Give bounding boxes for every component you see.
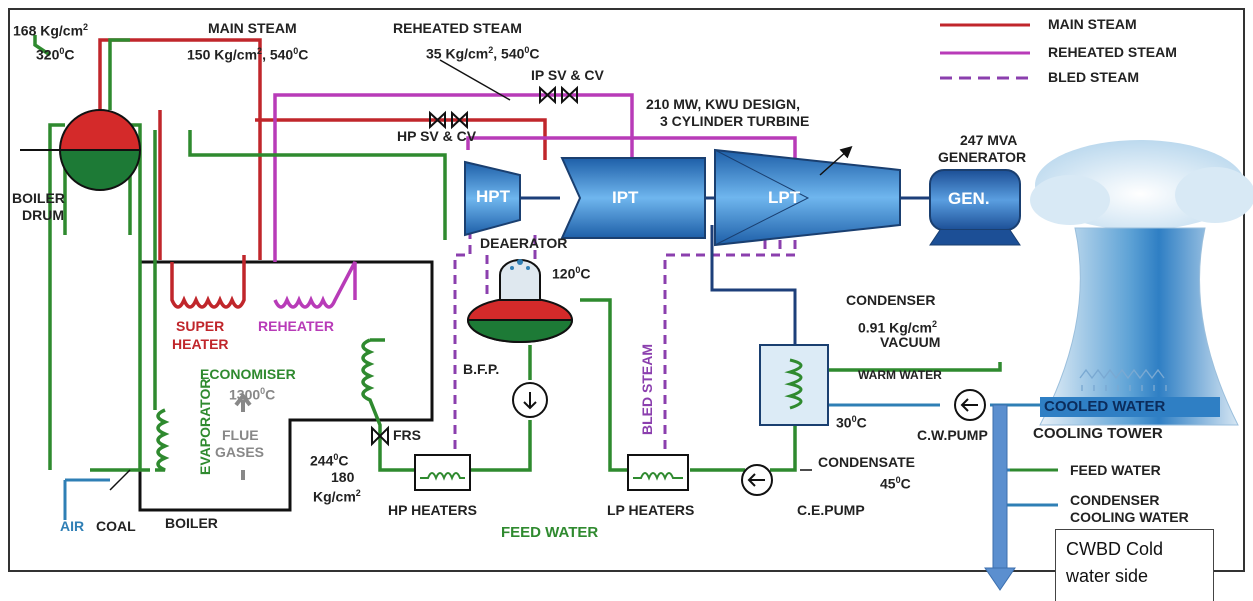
fw-temp: 2440C xyxy=(310,452,349,469)
generator-rating-line1: 247 MVA xyxy=(960,132,1018,148)
cooling-tower xyxy=(1030,140,1253,426)
legend-feed-water: FEED WATER xyxy=(1070,462,1161,478)
cw-temp: 300C xyxy=(836,414,867,431)
main-steam-conditions: 150 Kg/cm2, 5400C xyxy=(187,46,309,63)
drum-temp-label: 3200C xyxy=(36,46,75,63)
ipt-label: IPT xyxy=(612,188,639,207)
main-steam-lines xyxy=(98,38,547,309)
lpt-label: LPT xyxy=(768,188,801,207)
condensate-label: CONDENSATE xyxy=(818,454,915,470)
hpt-label: HPT xyxy=(476,187,510,206)
feed-water-label: FEED WATER xyxy=(501,524,599,541)
boiler-enclosure xyxy=(138,260,434,512)
legend-bled-steam: BLED STEAM xyxy=(1048,69,1139,85)
boiler-drum-label-2: DRUM xyxy=(22,207,64,223)
lp-turbine xyxy=(714,148,901,247)
main-steam-title: MAIN STEAM xyxy=(208,20,297,36)
ip-valve-label: IP SV & CV xyxy=(531,67,604,83)
hp-sv-cv-valve-icon xyxy=(429,110,468,130)
hp-turbine xyxy=(464,160,521,237)
reheated-steam-title: REHEATED STEAM xyxy=(393,20,522,36)
warm-water-label: WARM WATER xyxy=(858,368,942,382)
condenser-coil xyxy=(784,358,803,410)
flue-gases-label-2: GASES xyxy=(215,444,265,460)
legend-cooling-water: COOLING WATER xyxy=(1070,509,1189,525)
generator xyxy=(929,169,1021,246)
bled-steam-lines xyxy=(453,225,797,460)
ce-pump-icon xyxy=(741,464,773,496)
generator-rating-line2: GENERATOR xyxy=(938,149,1027,165)
bfp-label: B.F.P. xyxy=(463,361,500,377)
cooling-tower-label: COOLING TOWER xyxy=(1033,425,1163,442)
legend-reheated-steam: REHEATED STEAM xyxy=(1048,44,1177,60)
coal-label: COAL xyxy=(96,518,136,534)
condensate-temp: 450C xyxy=(880,475,911,492)
condenser-label: CONDENSER xyxy=(846,292,936,308)
deaerator-label: DEAERATOR xyxy=(480,235,568,251)
fw-pressure-2: Kg/cm2 xyxy=(313,488,361,505)
hp-heaters-label: HP HEATERS xyxy=(388,502,477,518)
ce-pump-label: C.E.PUMP xyxy=(797,502,865,518)
reheated-steam-lines xyxy=(273,93,797,309)
flue-gases-label-1: FLUE xyxy=(222,427,259,443)
drum-pressure-label: 168 Kg/cm2 xyxy=(13,22,89,39)
lp-heater-coil xyxy=(633,472,683,481)
furnace-temp: 13000C xyxy=(229,386,276,403)
legend-lines xyxy=(940,23,1058,507)
bled-steam-vertical-label: BLED STEAM xyxy=(639,344,655,435)
hp-heater-box xyxy=(414,454,471,491)
deaerator-tank xyxy=(466,259,574,343)
boiler-drum-label-1: BOILER xyxy=(12,190,65,206)
deaerator-temp: 1200C xyxy=(552,265,591,282)
reheater-label: REHEATER xyxy=(258,318,334,334)
cwbd-callout: CWBD Cold water side xyxy=(1055,529,1214,601)
hp-heater-coil xyxy=(420,472,465,481)
gen-label: GEN. xyxy=(948,189,990,208)
hp-valve-label: HP SV & CV xyxy=(397,128,477,144)
condenser-vacuum: VACUUM xyxy=(880,334,941,350)
frs-valve-icon xyxy=(371,425,389,447)
frs-label: FRS xyxy=(393,427,421,443)
ip-sv-cv-valve-icon xyxy=(539,85,578,105)
economiser-label: ECONOMISER xyxy=(200,366,296,382)
super-heater-label-1: SUPER xyxy=(176,318,225,334)
turbine-desc-line1: 210 MW, KWU DESIGN, xyxy=(646,96,801,112)
diagram-frame xyxy=(8,8,1245,572)
flue-gas-arrow-icon xyxy=(234,392,252,480)
legend-condenser: CONDENSER xyxy=(1070,492,1160,508)
boiler-label: BOILER xyxy=(165,515,218,531)
lp-heaters-label: LP HEATERS xyxy=(607,502,695,518)
label-pointers xyxy=(109,59,853,491)
bfp-pump-icon xyxy=(512,382,548,418)
legend-main-steam: MAIN STEAM xyxy=(1048,16,1137,32)
ip-turbine xyxy=(560,157,706,239)
fw-pressure-1: 180 xyxy=(331,469,355,485)
cwbd-arrow-icon xyxy=(984,404,1016,591)
lp-heater-box xyxy=(627,454,689,491)
cw-pump-icon xyxy=(954,389,986,421)
lp-exhaust xyxy=(520,196,930,345)
cw-pump-label: C.W.PUMP xyxy=(917,427,988,443)
evaporator-label: EVAPORATOR xyxy=(197,378,213,475)
feed-water-lines xyxy=(33,35,1002,472)
spray-icon xyxy=(1079,368,1167,391)
boiler-drum xyxy=(20,109,142,191)
cooled-water-label: COOLED WATER xyxy=(1044,398,1166,415)
condenser-vacuum-pressure: 0.91 Kg/cm2 xyxy=(858,319,937,336)
turbine-desc-line2: 3 CYLINDER TURBINE xyxy=(660,113,810,129)
air-label: AIR xyxy=(60,518,85,534)
super-heater-label-2: HEATER xyxy=(172,336,229,352)
callout-line-1: CWBD Cold xyxy=(1066,539,1164,559)
reheated-steam-conditions: 35 Kg/cm2, 5400C xyxy=(426,45,540,62)
callout-line-2: water side xyxy=(1066,566,1149,586)
